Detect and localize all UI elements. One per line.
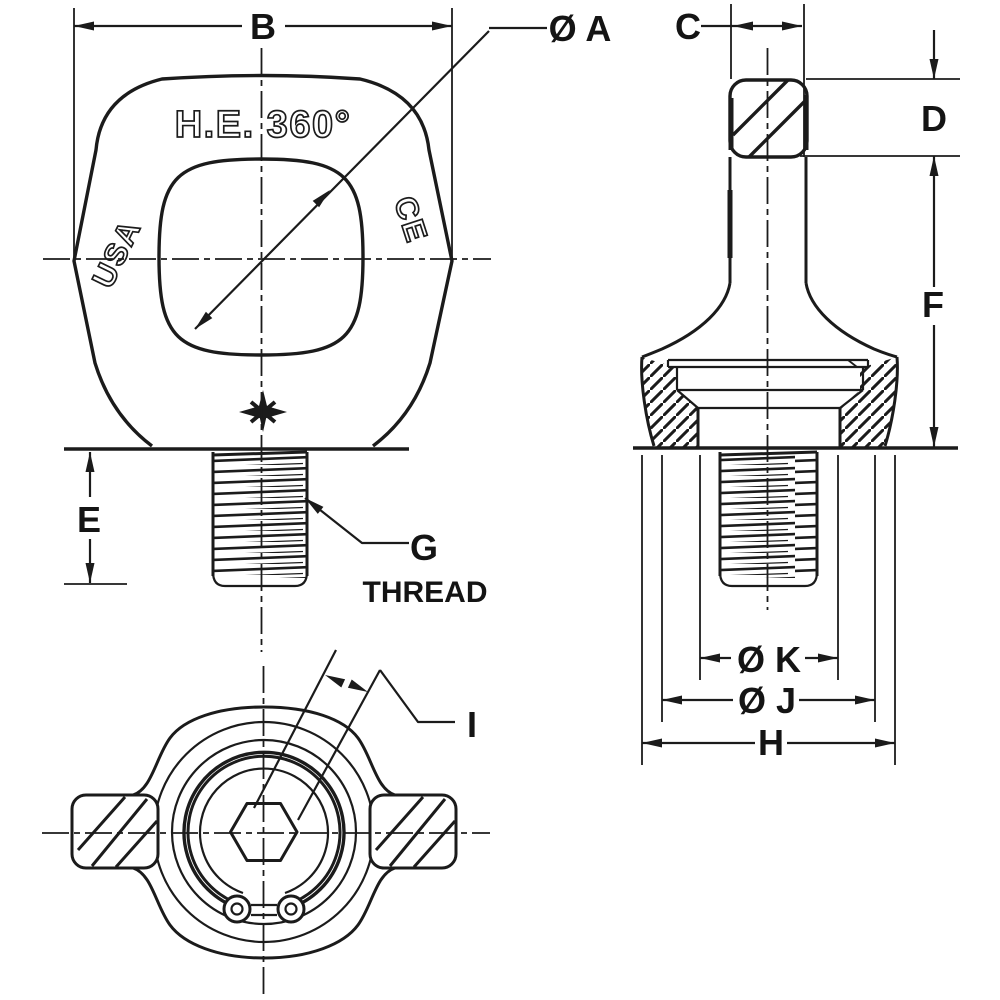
bottom-view <box>42 666 490 996</box>
marking-origin: USA <box>85 214 148 294</box>
dim-label-f: F <box>922 284 944 325</box>
hex-socket <box>229 802 299 862</box>
side-flange-hatch-left <box>641 357 698 447</box>
thread-note: THREAD <box>363 576 488 609</box>
dim-label-b: B <box>250 6 276 47</box>
dim-label-c: C <box>675 6 701 47</box>
bottom-wing-left <box>70 793 160 870</box>
front-eye-hole <box>157 157 365 357</box>
forge-star-mark <box>239 390 287 432</box>
marking-ce: CE <box>387 192 435 248</box>
dim-label-h: H <box>758 722 784 763</box>
front-dimensions: B Ø A E G THREAD <box>64 6 611 609</box>
dim-label-a: Ø A <box>549 8 612 49</box>
side-thread-stud <box>718 450 819 588</box>
dim-label-i: I <box>467 704 477 745</box>
dim-label-j: Ø J <box>738 680 796 721</box>
side-dimensions: C D F Ø K Ø J H <box>641 4 960 765</box>
side-view <box>633 48 958 610</box>
dim-label-d: D <box>921 98 947 139</box>
front-body-outline <box>72 73 454 448</box>
side-ring-section <box>728 78 809 159</box>
bottom-wing-hatch <box>76 796 457 868</box>
dim-label-e: E <box>77 499 101 540</box>
front-thread-stud <box>211 450 309 588</box>
side-flange-hatch-right <box>840 357 897 447</box>
dim-label-k: Ø K <box>737 639 801 680</box>
bottom-outline-top <box>132 705 396 797</box>
dim-label-g: G <box>410 527 438 568</box>
marking-model: H.E. 360° <box>175 104 352 146</box>
bottom-dimensions: I <box>253 649 477 821</box>
bottom-wing-right <box>368 793 458 870</box>
